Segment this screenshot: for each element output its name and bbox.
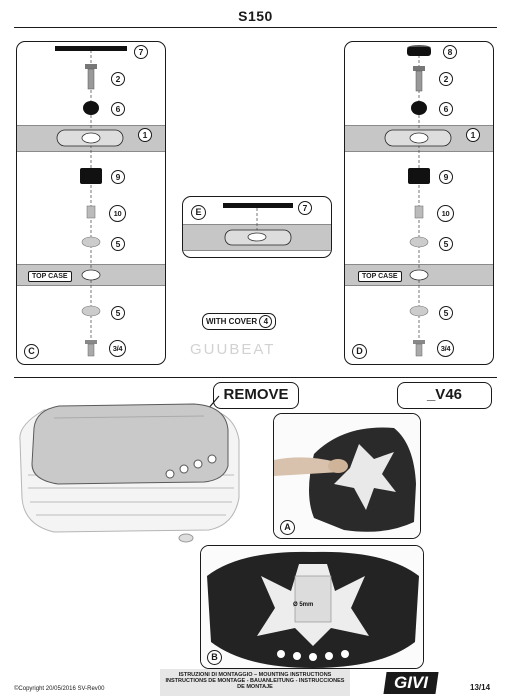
- callout-3-4: 3/4: [437, 340, 454, 357]
- panel-letter-e: E: [191, 205, 206, 220]
- callout-1: 1: [138, 128, 152, 142]
- photo-b: Ø 5mm B: [200, 545, 424, 669]
- givi-logo-text: GIVI: [393, 673, 428, 692]
- with-cover-label: WITH COVER: [206, 317, 258, 326]
- footer-bar: [160, 669, 350, 696]
- panel-d: 8 2 6 1 9 10 5 TOP CASE 5 3/4 D: [344, 41, 494, 365]
- instructions-line-3: DE MONTAJE: [237, 684, 273, 691]
- model-label-box: [397, 382, 492, 409]
- callout-2: 2: [111, 72, 125, 86]
- footer-instructions: ISTRUZIONI DI MONTAGGIO – MOUNTING INSTR…: [160, 672, 350, 691]
- section-divider: [14, 377, 497, 378]
- page-title: S150: [238, 8, 273, 24]
- remove-label: REMOVE: [223, 386, 289, 403]
- callout-5: 5: [111, 237, 125, 251]
- callout-8: 8: [443, 45, 457, 59]
- top-case-label: TOP CASE: [358, 271, 402, 282]
- with-cover-tag: WITH COVER 4: [202, 313, 277, 330]
- callout-9: 9: [439, 170, 453, 184]
- header-rule: [14, 27, 497, 28]
- panel-letter-d: D: [352, 344, 367, 359]
- callout-7: 7: [134, 45, 148, 59]
- callout-6: 6: [439, 102, 453, 116]
- photo-a-image: [274, 414, 420, 538]
- callout-1: 1: [466, 128, 480, 142]
- dimension-label: Ø 5mm: [293, 602, 314, 608]
- watermark: GUUBEAT: [190, 341, 276, 358]
- photo-letter-b: B: [207, 650, 222, 665]
- instructions-line-1: ISTRUZIONI DI MONTAGGIO – MOUNTING INSTR…: [178, 672, 332, 678]
- photo-letter-a: A: [280, 520, 295, 535]
- givi-logo: GIVI: [383, 672, 439, 694]
- top-case-label: TOP CASE: [28, 271, 72, 282]
- panel-c-parts: [55, 46, 127, 357]
- panel-c: 7 2 6 1 9 10 5 TOP CASE 5 3/4 C: [16, 41, 166, 365]
- top-case-illustration: [19, 395, 240, 543]
- callout-3-4: 3/4: [109, 340, 126, 357]
- panel-d-parts: [384, 45, 452, 357]
- page-number: 13/14: [470, 683, 491, 692]
- callout-10: 10: [109, 205, 126, 222]
- panel-letter-c: C: [24, 344, 39, 359]
- photo-b-image: [201, 546, 423, 668]
- instructions-line-2: INSTRUCTIONS DE MONTAGE - BAUANLEITUNG -…: [165, 678, 345, 685]
- callout-5: 5: [439, 237, 453, 251]
- callout-6: 6: [111, 102, 125, 116]
- panel-e: E 7: [182, 196, 332, 258]
- callout-4: 4: [259, 315, 273, 329]
- callout-5: 5: [439, 306, 453, 320]
- callout-9: 9: [111, 170, 125, 184]
- remove-label-box: [213, 382, 299, 409]
- callout-7: 7: [298, 201, 312, 215]
- copyright-text: ©Copyright 20/05/2016 SV-Rev00: [14, 686, 105, 692]
- panel-e-parts: [223, 203, 293, 246]
- callout-2: 2: [439, 72, 453, 86]
- callout-5: 5: [111, 306, 125, 320]
- callout-10: 10: [437, 205, 454, 222]
- model-label: _V46: [426, 386, 463, 403]
- photo-a: A: [273, 413, 421, 539]
